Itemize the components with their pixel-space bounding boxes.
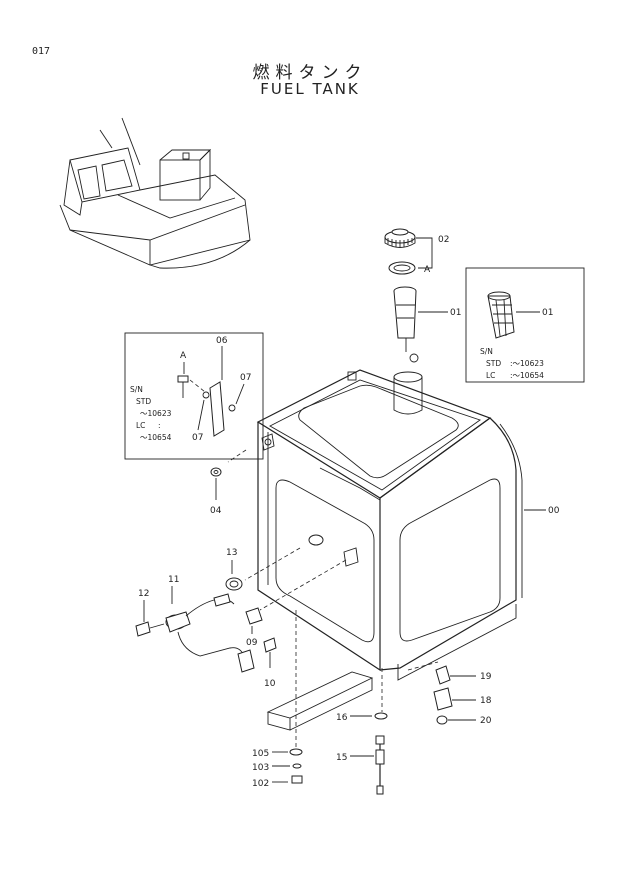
part-04-washer: 04 xyxy=(210,467,222,516)
bottom-plate-assembly: 105 103 102 xyxy=(252,671,374,789)
inset-left-callout-a: A xyxy=(180,351,187,361)
inset-left-callout-06: 06 xyxy=(216,336,228,346)
callout-a: A xyxy=(424,265,431,275)
callout-20: 20 xyxy=(480,716,492,726)
inset-left-callout-07b: 07 xyxy=(192,433,203,443)
title-english: FUEL TANK xyxy=(260,80,360,98)
callout-10: 10 xyxy=(264,679,276,689)
callout-00: 00 xyxy=(548,506,560,516)
inset-right-callout-01: 01 xyxy=(542,308,553,318)
filler-cap-assembly: 02 A 01 xyxy=(384,228,461,363)
inset-left-callout-07a: 07 xyxy=(240,373,251,383)
inset-left-lc-range: ～10654 xyxy=(140,433,172,442)
callout-13: 13 xyxy=(226,548,237,558)
callout-01: 01 xyxy=(450,308,461,318)
inset-left-std-range: ～10623 xyxy=(140,409,172,418)
inset-right-sn: S/N xyxy=(480,347,493,356)
inset-box-right: 01 S/N STD :～10623 LC :～10654 xyxy=(465,267,585,383)
inset-left-lc: LC xyxy=(136,421,145,430)
callout-103: 103 xyxy=(252,763,269,773)
page-number: 017 xyxy=(32,46,51,57)
callout-105: 105 xyxy=(252,749,269,759)
inset-right-lc: LC xyxy=(486,371,495,380)
inset-box-left: 06 A 07 07 S/N STD ～10623 LC : ～10654 xyxy=(124,332,264,460)
inset-right-lc-range: :～10654 xyxy=(510,371,544,380)
inset-left-std: STD xyxy=(136,397,151,406)
callout-18: 18 xyxy=(480,696,492,706)
callout-09: 09 xyxy=(246,638,258,648)
callout-11: 11 xyxy=(168,575,179,585)
title-japanese: 燃料タンク xyxy=(252,63,368,83)
inset-right-std: STD xyxy=(486,359,501,368)
excavator-overview-illustration xyxy=(59,117,251,269)
level-sender-assembly: 13 11 12 09 10 xyxy=(135,548,277,689)
inset-left-lc-colon: : xyxy=(158,421,161,430)
callout-12: 12 xyxy=(138,589,149,599)
fuel-tank-body xyxy=(227,369,523,748)
inset-right-std-range: :～10623 xyxy=(510,359,544,368)
drain-assembly: 16 15 xyxy=(336,712,388,795)
drain-valve-fittings: 19 18 20 xyxy=(433,665,492,726)
callout-04: 04 xyxy=(210,506,222,516)
callout-15: 15 xyxy=(336,753,347,763)
callout-19: 19 xyxy=(480,672,492,682)
callout-02: 02 xyxy=(438,235,449,245)
callout-102: 102 xyxy=(252,779,269,789)
inset-left-sn: S/N xyxy=(130,385,143,394)
callout-16: 16 xyxy=(336,713,348,723)
